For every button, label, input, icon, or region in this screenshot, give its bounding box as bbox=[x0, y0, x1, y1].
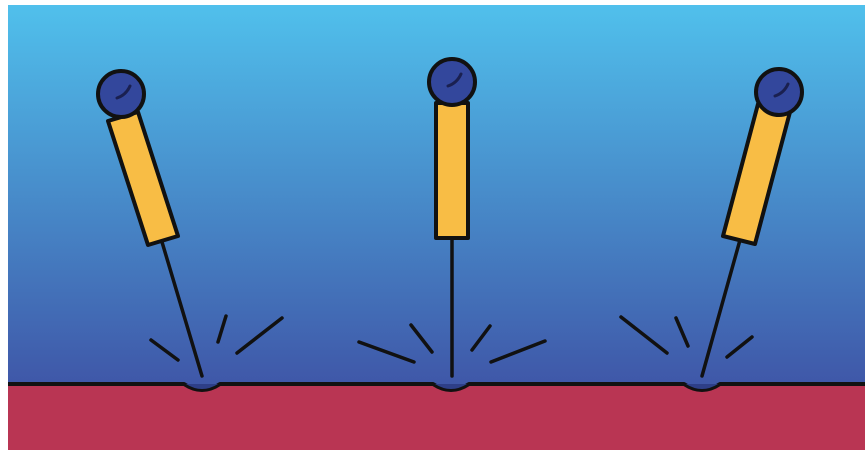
impact-lines-center bbox=[357, 323, 547, 364]
needle-shaft-right bbox=[700, 238, 742, 378]
needle-head-center bbox=[427, 57, 477, 107]
skin-surface-line bbox=[8, 382, 865, 392]
acupuncture-needle-icon bbox=[427, 57, 477, 378]
head-highlight-center bbox=[446, 72, 463, 88]
acupuncture-needle-icon bbox=[700, 67, 804, 378]
puncture-mark-right bbox=[686, 384, 718, 389]
puncture-mark-center bbox=[435, 384, 467, 389]
needle-head-right bbox=[754, 67, 804, 117]
impact-lines-right bbox=[619, 315, 754, 359]
puncture-mark-left bbox=[186, 384, 218, 389]
impact-lines-left bbox=[149, 314, 284, 362]
needle-shaft-left bbox=[160, 240, 204, 378]
acupuncture-needle-icon bbox=[96, 69, 204, 378]
head-highlight-left bbox=[115, 84, 132, 100]
skin-surface bbox=[8, 385, 865, 450]
needle-handle-center bbox=[434, 101, 470, 240]
needle-head-left bbox=[96, 69, 146, 119]
head-highlight-right bbox=[773, 82, 790, 98]
